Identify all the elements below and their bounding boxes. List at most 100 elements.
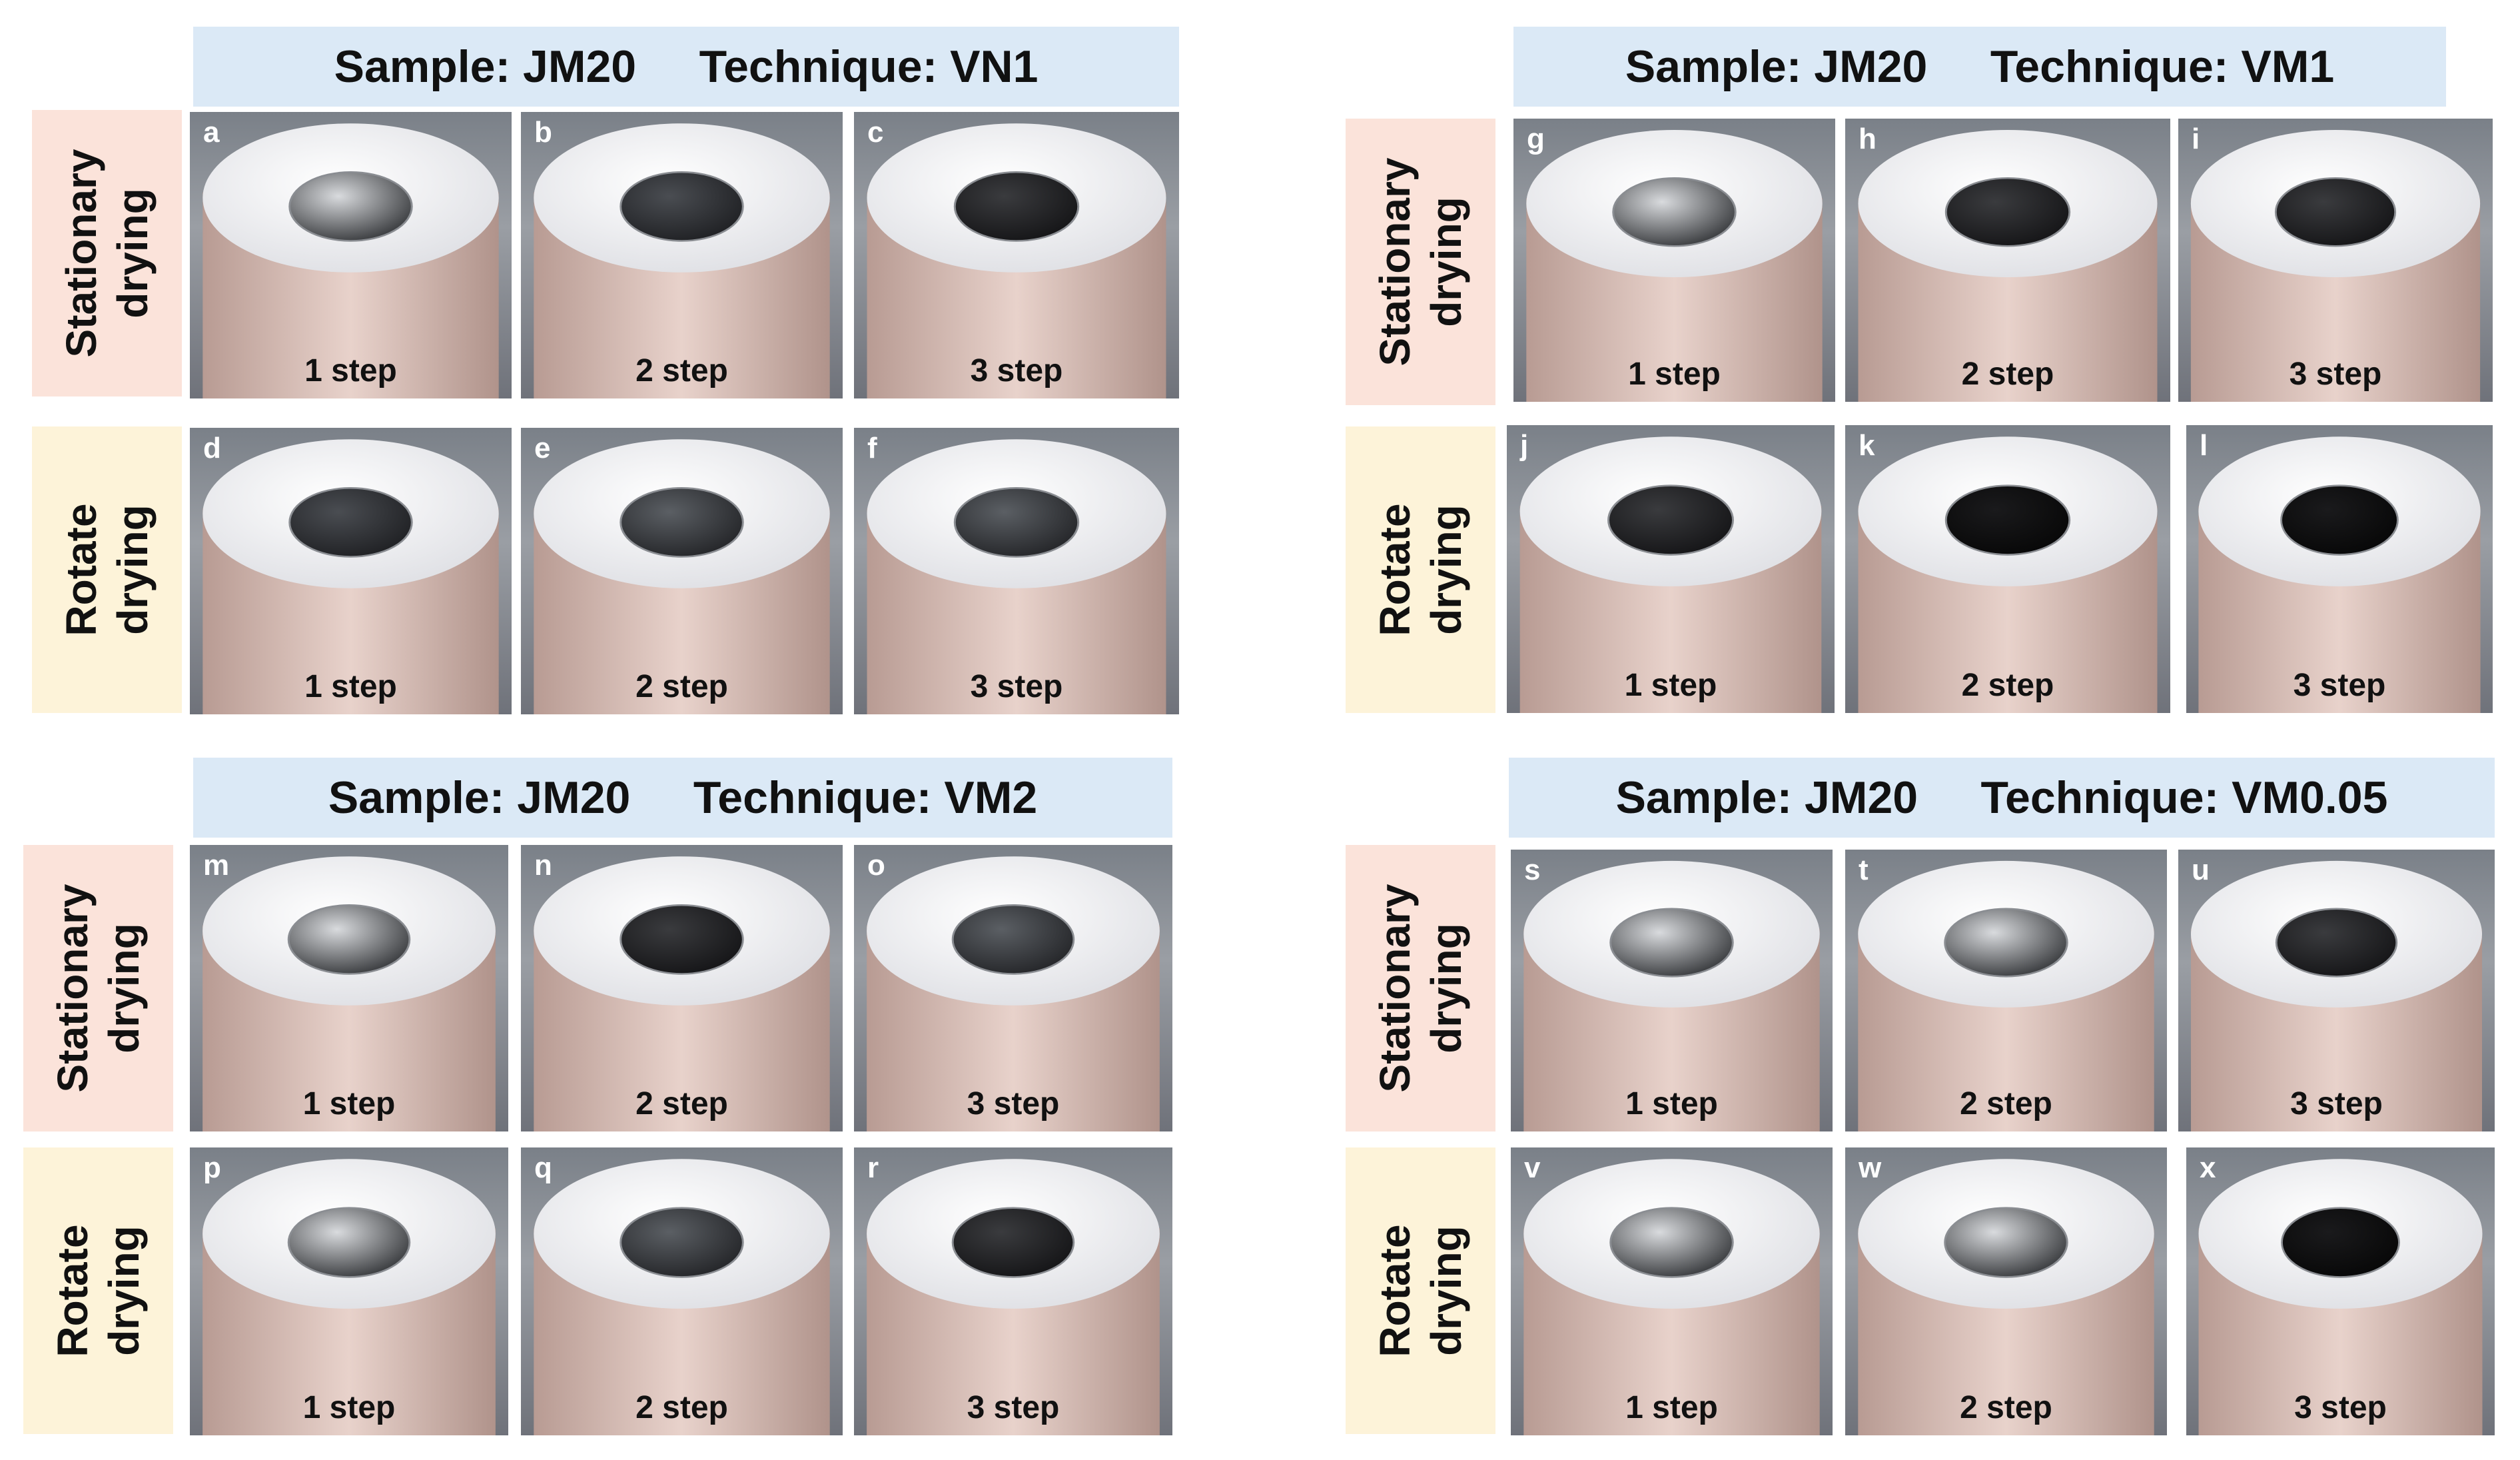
cylinder-illustration: [1526, 130, 1823, 402]
step-label: 3 step: [2290, 1086, 2383, 1121]
step-label: 2 step: [1960, 1390, 2052, 1425]
panel-letter: w: [1859, 1151, 1882, 1184]
panel-letter: t: [1859, 854, 1869, 886]
cylinder-illustration: [2198, 436, 2481, 713]
row-label-rotate: Rotate drying: [1346, 1147, 1495, 1434]
photo-panel: t 2 step: [1845, 850, 2167, 1131]
row-label-stationary: Stationary drying: [1346, 119, 1495, 405]
row-label-text: Rotate drying: [48, 1224, 148, 1357]
group-header: Sample: JM20 Technique: VM0.05: [1509, 758, 2495, 838]
row-label-text: Stationary drying: [57, 149, 157, 358]
cylinder-illustration: [1858, 130, 2158, 402]
cylinder-illustration: [534, 856, 830, 1131]
panel-letter: a: [203, 116, 220, 149]
step-label: 3 step: [967, 1390, 1060, 1425]
cylinder-illustration: [534, 439, 830, 714]
photo-panel: u 3 step: [2178, 850, 2495, 1131]
panel-letter: d: [203, 432, 221, 464]
panel-letter: x: [2200, 1151, 2216, 1184]
cylinder-illustration: [534, 123, 830, 398]
row-label-rotate: Rotate drying: [1346, 426, 1495, 713]
panel-letter: l: [2200, 429, 2208, 462]
panel-letter: b: [534, 116, 552, 149]
row-label-stationary: Stationary drying: [23, 845, 173, 1131]
step-label: 3 step: [2289, 357, 2382, 392]
cylinder-illustration: [1858, 1159, 2154, 1435]
step-label: 2 step: [1961, 357, 2054, 392]
photo-panel: j 1 step: [1507, 425, 1835, 713]
group-header: Sample: JM20 Technique: VM2: [193, 758, 1172, 838]
panel-letter: v: [1524, 1151, 1541, 1184]
panel-letter: j: [1520, 429, 1529, 462]
step-label: 1 step: [304, 669, 397, 704]
cylinder-illustration: [1519, 436, 1822, 713]
row-label-text: Stationary drying: [1370, 884, 1470, 1093]
cylinder-illustration: [1858, 436, 2158, 713]
cylinder-illustration: [1858, 860, 2154, 1131]
step-label: 2 step: [1960, 1086, 2052, 1121]
step-label: 3 step: [2294, 1390, 2387, 1425]
cylinder-illustration: [534, 1159, 830, 1435]
photo-panel: a 1 step: [190, 112, 512, 398]
group-header: Sample: JM20 Technique: VN1: [193, 27, 1179, 107]
photo-panel: c 3 step: [854, 112, 1179, 398]
row-label-text: Rotate drying: [57, 503, 157, 636]
photo-panel: p 1 step: [190, 1147, 508, 1435]
photo-panel: g 1 step: [1513, 119, 1835, 402]
panel-letter: f: [867, 432, 877, 464]
panel-letter: m: [203, 849, 230, 882]
panel-letter: i: [2192, 123, 2200, 155]
step-label: 3 step: [2293, 668, 2386, 703]
photo-panel: m 1 step: [190, 845, 508, 1131]
cylinder-illustration: [867, 1159, 1160, 1435]
step-label: 1 step: [1624, 668, 1717, 703]
row-label-rotate: Rotate drying: [32, 426, 182, 713]
row-label-stationary: Stationary drying: [32, 110, 182, 396]
cylinder-illustration: [203, 856, 496, 1131]
step-label: 1 step: [302, 1086, 396, 1121]
cylinder-illustration: [867, 123, 1166, 398]
step-label: 2 step: [635, 1086, 728, 1121]
cylinder-illustration: [203, 123, 499, 398]
step-label: 2 step: [635, 353, 728, 388]
cylinder-illustration: [867, 439, 1166, 714]
panel-letter: o: [867, 849, 885, 882]
step-label: 1 step: [1625, 1086, 1718, 1121]
row-label-stationary: Stationary drying: [1346, 845, 1495, 1131]
step-label: 1 step: [304, 353, 397, 388]
cylinder-illustration: [2190, 130, 2481, 402]
photo-panel: f 3 step: [854, 428, 1179, 714]
panel-letter: c: [867, 116, 884, 149]
cylinder-illustration: [867, 856, 1160, 1131]
panel-letter: q: [534, 1151, 552, 1184]
cylinder-illustration: [1523, 860, 1820, 1131]
panel-letter: k: [1859, 429, 1875, 462]
row-label-text: Stationary drying: [48, 884, 148, 1093]
photo-panel: i 3 step: [2178, 119, 2493, 402]
step-label: 1 step: [1628, 357, 1721, 392]
photo-panel: k 2 step: [1845, 425, 2170, 713]
photo-panel: x 3 step: [2186, 1147, 2495, 1435]
row-label-text: Rotate drying: [1370, 503, 1470, 636]
step-label: 3 step: [970, 669, 1063, 704]
row-label-rotate: Rotate drying: [23, 1147, 173, 1434]
panel-letter: n: [534, 849, 552, 882]
panel-letter: u: [2192, 854, 2210, 886]
panel-letter: g: [1527, 123, 1545, 155]
step-label: 2 step: [635, 1390, 728, 1425]
step-label: 3 step: [970, 353, 1063, 388]
photo-panel: d 1 step: [190, 428, 512, 714]
step-label: 2 step: [1961, 668, 2054, 703]
photo-panel: w 2 step: [1845, 1147, 2167, 1435]
photo-panel: l 3 step: [2186, 425, 2493, 713]
step-label: 1 step: [302, 1390, 396, 1425]
panel-letter: p: [203, 1151, 221, 1184]
panel-letter: e: [534, 432, 551, 464]
photo-panel: b 2 step: [521, 112, 843, 398]
row-label-text: Rotate drying: [1370, 1224, 1470, 1357]
